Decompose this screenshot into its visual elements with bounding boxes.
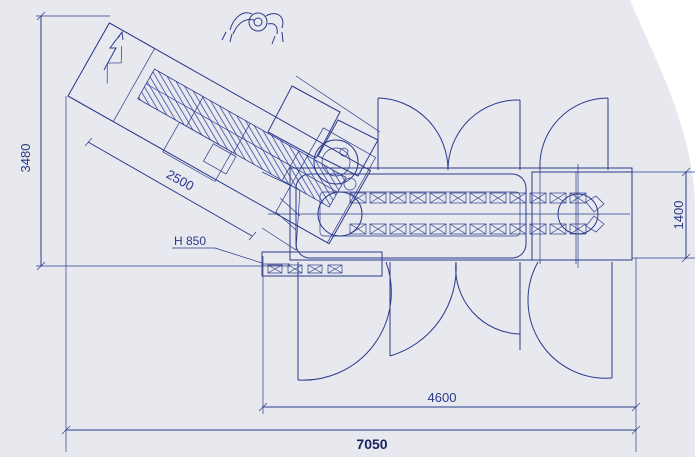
transfer-unit (261, 75, 381, 251)
guide-lines (519, 100, 579, 268)
overall-width-label: 7050 (356, 436, 387, 452)
side-width-dimension: 1400 (632, 167, 695, 263)
side-conveyor (261, 251, 383, 277)
conveyor-width-label: 1400 (671, 201, 686, 230)
height-callout-label: H 850 (174, 234, 206, 248)
safety-doors-bottom (297, 261, 613, 381)
roller-row-bottom (349, 223, 587, 235)
overall-height-label: 3480 (18, 144, 33, 173)
height-callout: H 850 (172, 234, 263, 264)
height-dimension: 3480 (18, 11, 290, 271)
conveyor-length-label: 4600 (428, 390, 457, 405)
width-dimension: 7050 (61, 96, 641, 452)
length-dimension: 4600 (258, 256, 641, 414)
robot-arm-icon (221, 12, 284, 45)
main-conveyor (268, 167, 633, 264)
flow-arrow-icon (103, 30, 124, 71)
